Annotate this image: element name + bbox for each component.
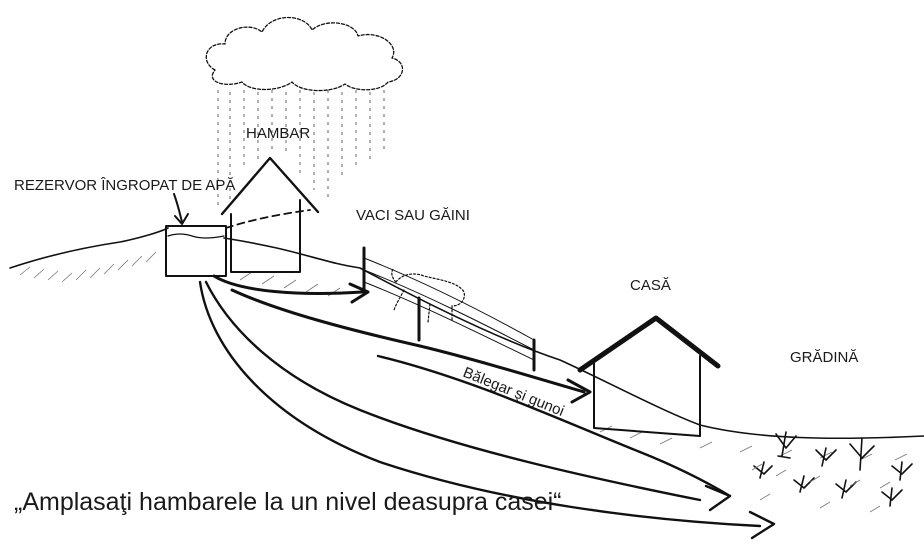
runoff-arrows (198, 274, 776, 540)
garden-label: GRĂDINĂ (790, 349, 858, 366)
rain-lines (217, 90, 385, 210)
barn-label: HAMBAR (246, 125, 310, 142)
caption: „Amplasaţi hambarele la un nivel deasupr… (14, 488, 562, 516)
garden-plants (751, 431, 913, 513)
cloud-icon (205, 17, 404, 92)
house-label: CASĂ (630, 277, 671, 294)
fence (362, 246, 536, 372)
house-building (577, 315, 721, 437)
cow-icon (391, 267, 465, 323)
animals-label: VACI SAU GĂINI (356, 207, 470, 224)
tank-label: REZERVOR ÎNGROPAT DE APĂ (14, 177, 235, 194)
hill-ground (9, 227, 924, 461)
barn-building (220, 156, 320, 273)
tank-pointer-arrow (173, 193, 189, 225)
water-tank (165, 225, 227, 277)
